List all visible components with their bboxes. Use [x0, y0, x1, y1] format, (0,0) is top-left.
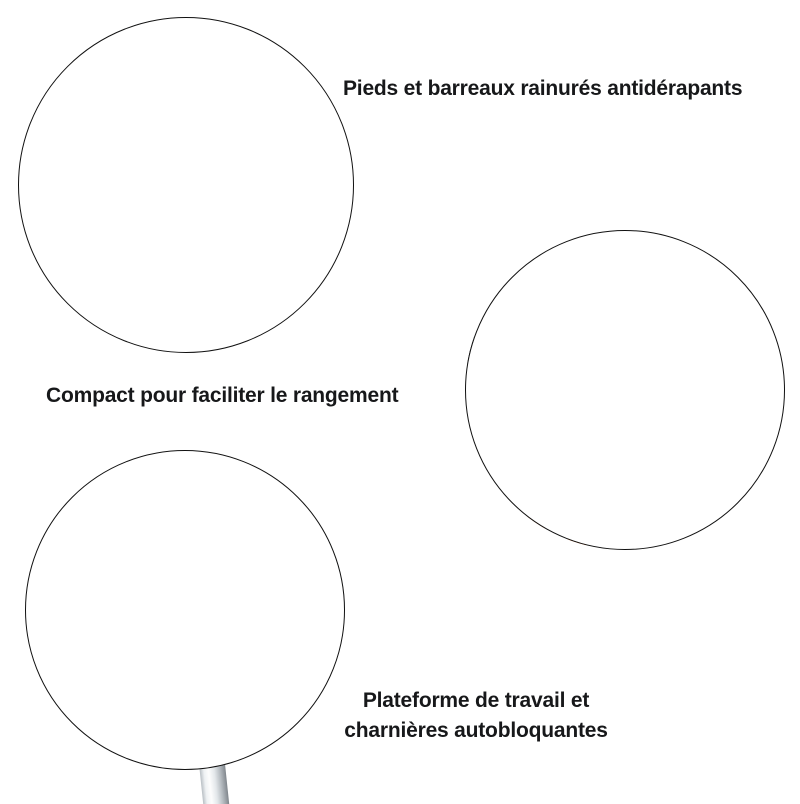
- callout-compact-storage: Compact pour faciliter le rangement: [46, 384, 399, 407]
- callout-feet-and-rungs: Pieds et barreaux rainurés antidérapants: [343, 77, 743, 100]
- callout-platform-line-1: Plateforme de travail et: [362, 689, 590, 712]
- photo-ring-ladder-base: [18, 17, 354, 353]
- photo-ring-work-platform: [25, 450, 345, 770]
- callout-platform-line-2: charnières autobloquantes: [344, 718, 608, 742]
- photo-ring-folded-ladder: [465, 230, 785, 550]
- callout-platform-and-hinges: Plateforme de travail et charnières auto…: [326, 686, 626, 746]
